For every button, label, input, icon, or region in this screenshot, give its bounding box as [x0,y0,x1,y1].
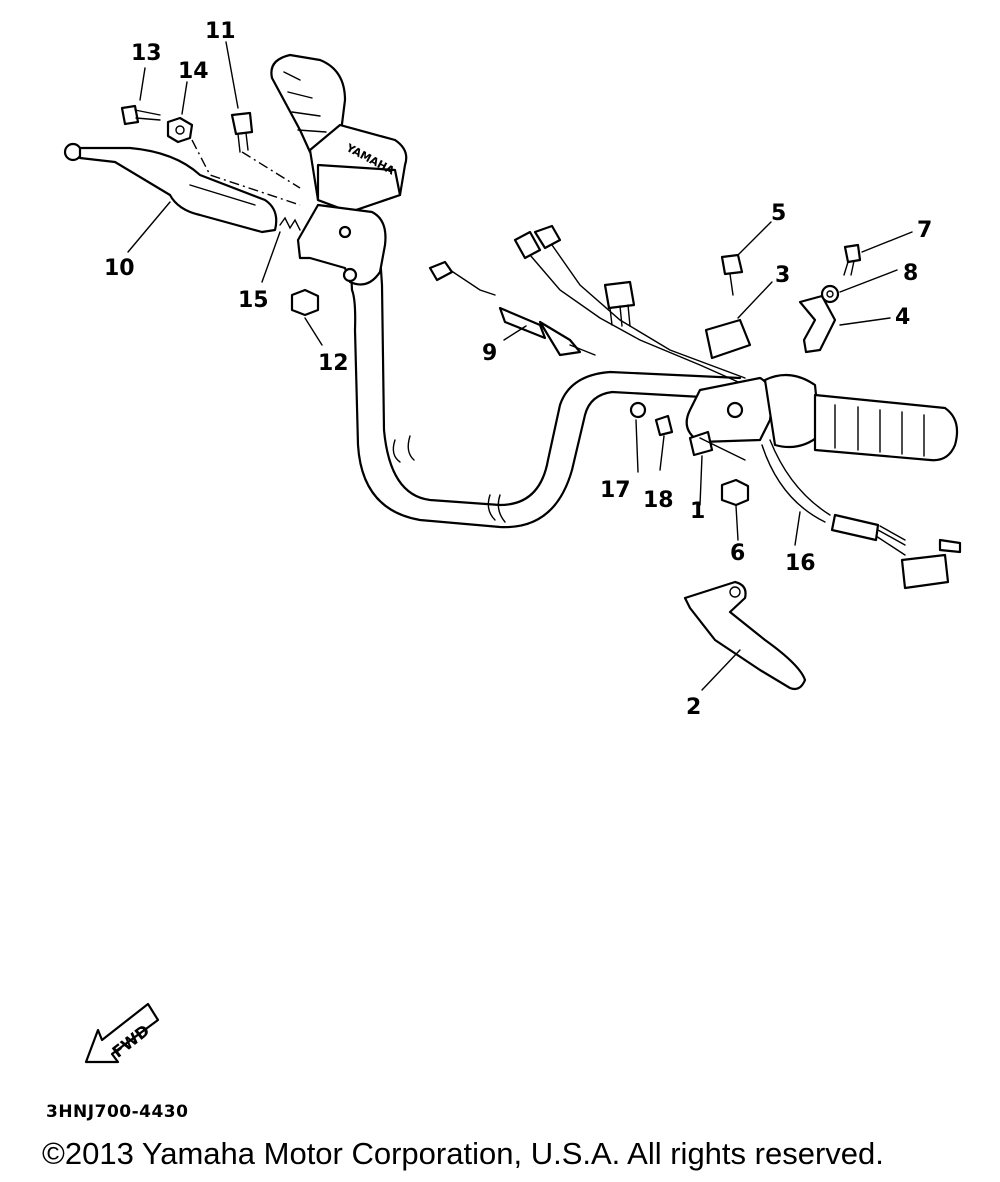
diagram-code: 3HNJ700-4430 [46,1102,189,1122]
callout-3: 3 [775,263,790,288]
callout-7: 7 [917,218,932,243]
right-grip [813,393,959,462]
callout-5: 5 [771,201,786,226]
clip-18 [654,414,674,437]
clip-17 [629,401,647,419]
callout-4: 4 [895,305,910,330]
left-grip: YAMAHA [270,53,408,214]
right-switch-housing [685,373,822,449]
callout-11: 11 [205,19,236,44]
copyright-notice: ©2013 Yamaha Motor Corporation, U.S.A. A… [42,1136,884,1171]
callout-16: 16 [785,551,816,576]
nut-14 [166,116,194,144]
washer-8 [820,284,840,304]
clutch-switch-9 [428,260,596,357]
callout-14: 14 [178,59,209,84]
assembly-line-11 [241,151,301,189]
assembly-line-14 [191,139,301,206]
callout-18: 18 [643,488,674,513]
callout-1: 1 [690,499,705,524]
callout-2: 2 [686,695,701,720]
handlebar-tube [328,213,742,529]
fwd-arrow: FWD [84,1002,160,1064]
bolt-13 [120,104,161,126]
lever-holder-left [296,203,387,286]
callout-10: 10 [104,256,135,281]
clutch-lever [63,142,278,234]
callout-15: 15 [238,288,269,313]
callout-6: 6 [730,541,745,566]
brake-lever-2 [683,580,807,691]
screw-7 [843,243,862,276]
clamp-4 [798,294,837,354]
switch-block-3 [704,318,752,360]
lead-16 [761,439,962,590]
callout-13: 13 [131,41,162,66]
callout-8: 8 [903,261,918,286]
spring-15 [279,216,301,231]
nut-12 [290,288,320,317]
nut-6 [720,478,750,507]
callout-12: 12 [318,351,349,376]
bolt-5 [720,253,744,296]
callout-labels: 1 2 3 4 5 6 7 8 9 10 11 12 13 14 15 16 1… [104,19,932,720]
bolt-11 [230,111,254,153]
leader-lines [127,41,913,691]
switch-1 [688,430,746,461]
callout-9: 9 [482,341,497,366]
wire-harness [513,224,746,386]
callout-17: 17 [600,478,631,503]
